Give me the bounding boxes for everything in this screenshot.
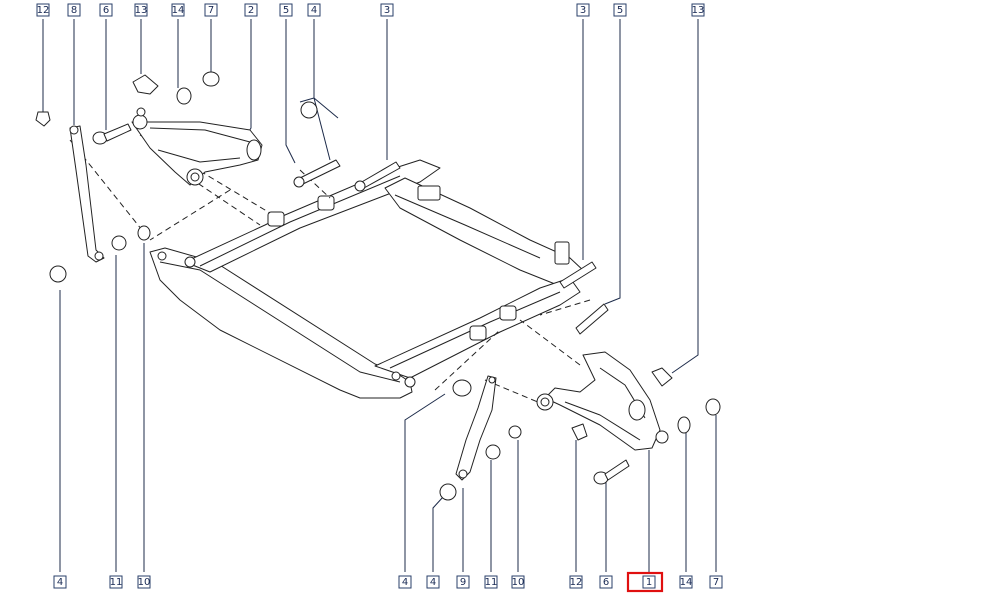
part-label-box: [99, 3, 113, 17]
part-label-number: 7: [713, 577, 719, 588]
part-label-12[interactable]: 12: [36, 3, 50, 17]
part-label-3[interactable]: 3: [380, 3, 394, 17]
part-label-13[interactable]: 13: [134, 3, 148, 17]
part-label-box: [613, 3, 627, 17]
part-label-box: [279, 3, 293, 17]
part-label-number: 2: [248, 5, 254, 16]
part-label-6[interactable]: 6: [99, 3, 113, 17]
part-label-number: 11: [110, 577, 123, 588]
part-label-box: [576, 3, 590, 17]
left-wishbone: [131, 114, 263, 186]
part-label-box: [36, 3, 50, 17]
part-label-1[interactable]: 1: [642, 575, 656, 589]
part-label-box: [679, 575, 693, 589]
part-label-box: [204, 3, 218, 17]
part-label-6[interactable]: 6: [599, 575, 613, 589]
part-label-number: 4: [311, 5, 317, 16]
part-label-number: 13: [692, 5, 705, 16]
part-label-number: 13: [135, 5, 148, 16]
subframe: [149, 159, 586, 399]
part-label-5[interactable]: 5: [613, 3, 627, 17]
part-label-number: 6: [103, 5, 109, 16]
left-link: [69, 125, 105, 263]
part-label-box: [484, 575, 498, 589]
part-label-14[interactable]: 14: [679, 575, 693, 589]
part-label-box: [380, 3, 394, 17]
right-link: [455, 375, 497, 481]
part-label-box: [53, 575, 67, 589]
part-label-3[interactable]: 3: [576, 3, 590, 17]
part-label-box: [691, 3, 705, 17]
fasteners: [35, 71, 721, 501]
part-label-box: [709, 575, 723, 589]
part-label-box: [569, 575, 583, 589]
part-label-number: 14: [172, 5, 185, 16]
part-label-number: 10: [512, 577, 525, 588]
part-label-number: 7: [208, 5, 214, 16]
leader-lines: [42, 19, 717, 572]
part-label-number: 3: [384, 5, 390, 16]
part-label-4[interactable]: 4: [53, 575, 67, 589]
part-label-10[interactable]: 10: [137, 575, 151, 589]
part-label-box: [398, 575, 412, 589]
part-label-box: [137, 575, 151, 589]
part-label-box: [244, 3, 258, 17]
part-label-number: 4: [402, 577, 408, 588]
part-label-box: [456, 575, 470, 589]
part-label-box: [426, 575, 440, 589]
part-label-number: 5: [283, 5, 289, 16]
part-label-number: 11: [485, 577, 498, 588]
part-label-number: 3: [580, 5, 586, 16]
part-label-number: 9: [460, 577, 466, 588]
part-labels: 12 8 6 13 14 7 2 5 4 3 3 5 13 4 11 10 4 4 9 11 10 12 6 1 14 7: [36, 3, 723, 593]
part-label-number: 12: [37, 5, 50, 16]
part-label-4[interactable]: 4: [307, 3, 321, 17]
part-label-11[interactable]: 11: [109, 575, 123, 589]
part-label-7[interactable]: 7: [709, 575, 723, 589]
part-label-12[interactable]: 12: [569, 575, 583, 589]
selected-part-highlight: [626, 571, 664, 593]
part-label-8[interactable]: 8: [67, 3, 81, 17]
part-label-13[interactable]: 13: [691, 3, 705, 17]
part-label-9[interactable]: 9: [456, 575, 470, 589]
part-label-number: 10: [138, 577, 151, 588]
part-label-number: 14: [680, 577, 693, 588]
part-label-box: [134, 3, 148, 17]
part-label-box: [599, 575, 613, 589]
part-label-5[interactable]: 5: [279, 3, 293, 17]
part-label-2[interactable]: 2: [244, 3, 258, 17]
part-label-box: [171, 3, 185, 17]
part-label-10[interactable]: 10: [511, 575, 525, 589]
part-label-number: 6: [603, 577, 609, 588]
part-label-4[interactable]: 4: [398, 575, 412, 589]
part-label-box: [511, 575, 525, 589]
part-label-14[interactable]: 14: [171, 3, 185, 17]
part-label-number: 4: [57, 577, 63, 588]
right-wishbone: [536, 351, 669, 451]
part-label-number: 12: [570, 577, 583, 588]
part-label-number: 1: [646, 577, 652, 588]
part-label-box: [307, 3, 321, 17]
part-label-7[interactable]: 7: [204, 3, 218, 17]
part-label-4[interactable]: 4: [426, 575, 440, 589]
part-label-number: 8: [71, 5, 77, 16]
part-label-box: [109, 575, 123, 589]
part-label-box: [67, 3, 81, 17]
part-label-number: 4: [430, 577, 436, 588]
part-label-number: 5: [617, 5, 623, 16]
part-label-11[interactable]: 11: [484, 575, 498, 589]
part-label-box: [642, 575, 656, 589]
